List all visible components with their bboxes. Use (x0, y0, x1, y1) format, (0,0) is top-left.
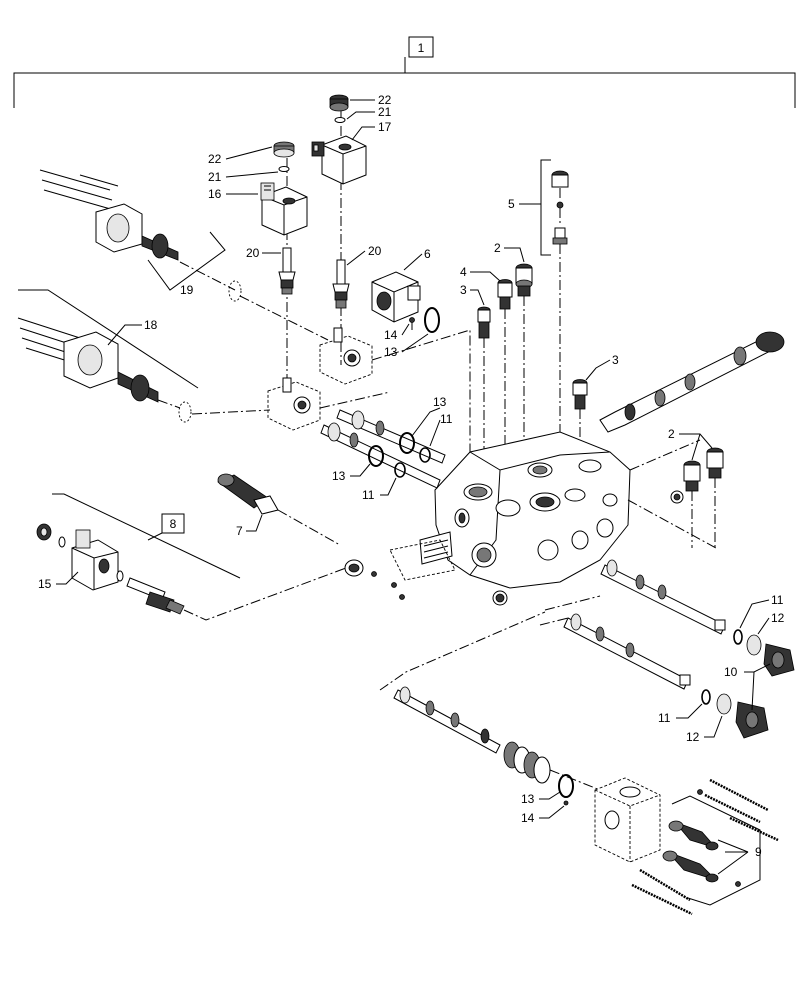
callout-3-right[interactable]: 3 (612, 353, 619, 367)
plug-2-top[interactable] (515, 263, 533, 297)
callout-1-box[interactable] (408, 36, 434, 58)
callout-20-right[interactable]: 20 (368, 244, 382, 258)
callout-11-mid-b[interactable]: 11 (362, 488, 375, 502)
plug-2-right-b[interactable] (683, 460, 701, 492)
pin-14-upper[interactable] (409, 317, 415, 323)
gear-fitting-small-left[interactable] (344, 559, 364, 577)
callout-4[interactable]: 4 (460, 265, 467, 279)
oring-small-15-a[interactable] (58, 536, 66, 548)
cartridge-9-lower[interactable] (662, 850, 719, 883)
flange-10-lower[interactable] (735, 701, 769, 739)
main-valve-body[interactable] (434, 431, 631, 589)
cartridge-3-right[interactable] (572, 379, 588, 410)
oring-11-right-upper[interactable] (733, 629, 743, 645)
screw-small-c[interactable] (399, 594, 405, 600)
seal-13-mid-b[interactable] (368, 445, 384, 467)
callout-11-mid-a[interactable]: 11 (440, 412, 453, 426)
seal-13-lower[interactable] (558, 774, 574, 798)
callout-5[interactable]: 5 (508, 197, 515, 211)
spring-bottom[interactable] (503, 741, 551, 784)
gear-fitting-small-body-right[interactable] (670, 490, 684, 504)
plug-2-right-a[interactable] (706, 447, 724, 479)
callout-15[interactable]: 15 (38, 577, 52, 591)
oring-21-upper[interactable] (334, 117, 346, 123)
callout-10[interactable]: 10 (724, 665, 738, 679)
solenoid-15-assembly: 8 (36, 493, 347, 621)
pilot-block-upper[interactable] (319, 327, 373, 385)
callout-8[interactable]: 8 (170, 517, 177, 531)
callout-11-right-lower[interactable]: 11 (658, 711, 671, 725)
manual-override-18[interactable] (17, 317, 159, 403)
callout-6[interactable]: 6 (424, 247, 431, 261)
callout-11-right-upper[interactable]: 11 (771, 593, 784, 607)
oring-11-mid-b[interactable] (394, 462, 406, 478)
cartridge-9-upper[interactable] (668, 820, 719, 851)
callout-13-mid-b[interactable]: 13 (332, 469, 346, 483)
filter-screen[interactable] (419, 531, 453, 565)
callout-13-upper[interactable]: 13 (384, 345, 398, 359)
spool-shaft-upper-left[interactable] (336, 409, 446, 464)
seal-13-upper[interactable] (424, 307, 440, 333)
valve-tube-20-right[interactable] (332, 259, 350, 309)
spool-shaft-bottom[interactable] (393, 686, 501, 754)
screw-small-a[interactable] (371, 571, 377, 577)
screw-small-b[interactable] (391, 582, 397, 588)
washer-12-lower[interactable] (716, 693, 732, 715)
solenoid-block-6[interactable] (371, 271, 421, 323)
solenoid-coil-16-stack (260, 141, 308, 392)
oring-21-lower[interactable] (278, 166, 290, 172)
callout-22-lower[interactable]: 22 (208, 152, 222, 166)
oring-11-mid-a[interactable] (419, 447, 431, 463)
callout-12-lower[interactable]: 12 (686, 730, 700, 744)
callout-2-right[interactable]: 2 (668, 427, 675, 441)
solenoid-coil-16[interactable] (260, 182, 308, 236)
callout-13-lower[interactable]: 13 (521, 792, 535, 806)
cartridge-3-left[interactable] (477, 306, 491, 339)
callout-19[interactable]: 19 (180, 283, 194, 297)
callout-21-upper[interactable]: 21 (378, 105, 392, 119)
callout-22-upper[interactable]: 22 (378, 93, 392, 107)
manual-override-19[interactable] (39, 169, 179, 261)
spool-shaft-lower-right-a[interactable] (600, 559, 726, 635)
solenoid-coil-17-stack (311, 94, 367, 365)
callout-21-lower[interactable]: 21 (208, 170, 222, 184)
spool-assembly-right[interactable] (599, 331, 785, 433)
callout-13-mid-a[interactable]: 13 (433, 395, 447, 409)
callout-12-upper[interactable]: 12 (771, 611, 785, 625)
seal-13-mid-a[interactable] (399, 432, 415, 454)
check-valve-5[interactable] (540, 159, 569, 256)
callout-18[interactable]: 18 (144, 318, 158, 332)
solenoid-coil-15[interactable] (71, 529, 119, 591)
assembly-bracket: 1 (13, 36, 796, 108)
pin-14-lower[interactable] (563, 800, 569, 806)
solenoid-coil-17[interactable] (311, 135, 367, 185)
end-block-9[interactable] (594, 777, 661, 863)
callout-17[interactable]: 17 (378, 120, 392, 134)
oring-11-right-lower[interactable] (701, 689, 711, 705)
spool-shaft-lower-right-b[interactable] (563, 613, 691, 690)
cartridge-4[interactable] (497, 279, 513, 310)
pilot-block-lower[interactable] (267, 377, 321, 431)
callout-3-top[interactable]: 3 (460, 283, 467, 297)
callout-20-left[interactable]: 20 (246, 246, 260, 260)
callout-7[interactable]: 7 (236, 524, 243, 538)
callout-14-upper[interactable]: 14 (384, 328, 398, 342)
flange-10-upper[interactable] (763, 643, 795, 677)
callout-16[interactable]: 16 (208, 187, 222, 201)
bolts-end-block[interactable] (631, 778, 779, 916)
spool-shaft-lower-left[interactable] (320, 422, 441, 489)
callout-1[interactable]: 1 (418, 41, 425, 55)
oring-small-15-b[interactable] (116, 570, 124, 582)
valve-tube-20-left[interactable] (278, 247, 296, 295)
nut-small-15[interactable] (36, 523, 52, 541)
callout-8-box[interactable] (161, 513, 185, 534)
callout-14-lower[interactable]: 14 (521, 811, 535, 825)
valve-tube-15[interactable] (126, 577, 185, 615)
callout-9[interactable]: 9 (755, 845, 762, 859)
washer-12-upper[interactable] (746, 634, 762, 656)
gear-fitting-small-right[interactable] (492, 590, 508, 606)
sensor-7[interactable] (217, 473, 279, 515)
callout-2-top[interactable]: 2 (494, 241, 501, 255)
